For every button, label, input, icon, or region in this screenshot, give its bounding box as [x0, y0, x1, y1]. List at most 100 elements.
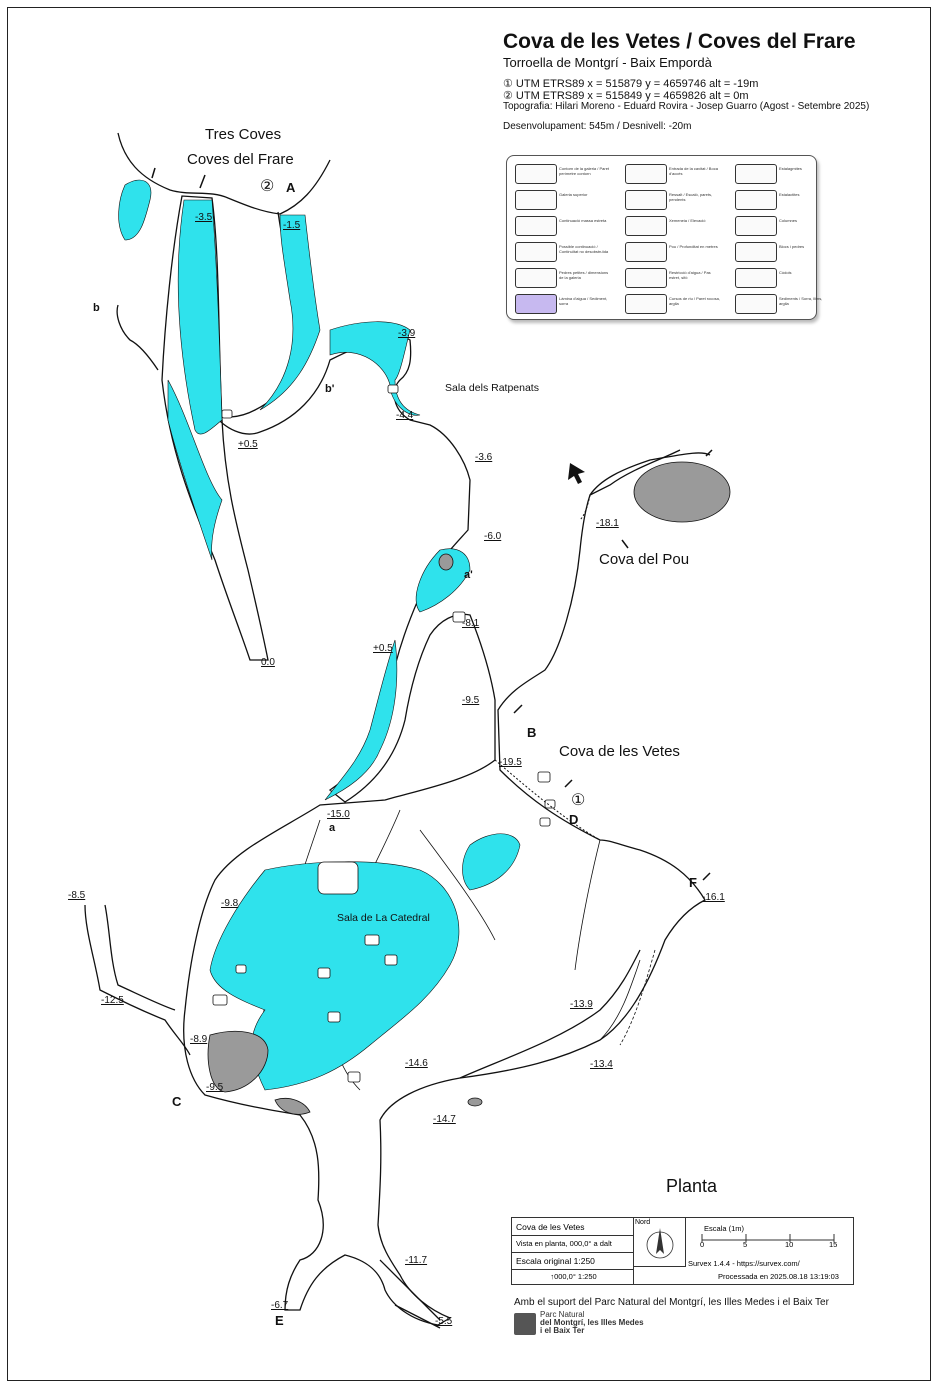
legend-item: Cursos de riu / Paret rocosa, argila	[621, 292, 721, 314]
legend-item: Còdols	[731, 266, 831, 288]
surface-outline	[117, 132, 331, 215]
depth-label: -8.1	[462, 618, 480, 629]
frare-right-gallery	[183, 211, 706, 1326]
label-cova-de-les-vetes: Cova de les Vetes	[559, 743, 680, 760]
label-sala-catedral: Sala de La Catedral	[337, 912, 430, 924]
depth-label: -13.4	[590, 1059, 613, 1070]
legend: Contorn de la galeria / Paret perímetre …	[506, 155, 822, 320]
software-credit: Survex 1.4.4 - https://survex.com/	[688, 1259, 800, 1268]
water-frare-left-lower	[167, 379, 223, 561]
label-cova-del-pou: Cova del Pou	[599, 551, 690, 568]
depth-label: -12.5	[101, 995, 124, 1006]
support-text: Amb el suport del Parc Natural del Montg…	[514, 1297, 829, 1308]
rock-catedral-west	[207, 1030, 269, 1093]
depth-label: -6.0	[484, 531, 502, 542]
park-line-3: i el Baix Ter	[540, 1326, 585, 1335]
legend-item: Estalagmites	[731, 162, 831, 184]
branch-b	[116, 304, 159, 371]
letter-A: A	[286, 180, 296, 195]
depth-label: -9.8	[221, 898, 239, 909]
water-frare-right	[259, 214, 321, 411]
depth-label: -4.4	[396, 410, 414, 421]
legend-item: Blocs i pedres	[731, 240, 831, 262]
scale-bar	[701, 1234, 835, 1242]
legend-item: Xemeneia / Elevació	[621, 214, 721, 236]
north-arrow-icon	[646, 1228, 674, 1259]
water-b-left	[118, 179, 152, 241]
park-line-2: del Montgrí, les Illes Medes	[540, 1318, 644, 1327]
letter-E: E	[275, 1313, 284, 1328]
water-pool-ne	[462, 833, 521, 891]
depth-label: -14.7	[433, 1114, 456, 1125]
depth-label: -6.7	[271, 1300, 289, 1311]
water-frare-left	[177, 199, 223, 435]
label-coves-del-frare: Coves del Frare	[187, 151, 294, 168]
depth-label: -19.5	[499, 757, 522, 768]
letter-F: F	[689, 875, 697, 890]
entrance-marker-1: ①	[571, 792, 586, 809]
topography-credits: Topografia: Hilari Moreno - Eduard Rovir…	[503, 101, 870, 112]
depth-label: -9.5	[206, 1082, 224, 1093]
depth-label: -14.6	[405, 1058, 428, 1069]
utm-line-2: ② UTM ETRS89 x = 515849 y = 4659826 alt …	[503, 90, 749, 102]
depth-label: -5.5	[435, 1316, 453, 1327]
pou-chamber	[589, 452, 711, 496]
info-column: Cova de les Vetes Vista en planta, 000,0…	[512, 1218, 634, 1284]
letter-a-prime: a'	[464, 569, 473, 581]
rock-small-south	[274, 1097, 311, 1115]
scale-tick: 5	[743, 1240, 748, 1249]
depth-label: -3.5	[195, 212, 213, 223]
legend-item: Contorn de la galeria / Paret perímetre …	[511, 162, 611, 184]
water-ratpenats	[329, 321, 421, 416]
rock-east	[467, 1097, 483, 1107]
info-cave-name: Cova de les Vetes	[516, 1222, 585, 1232]
entrance-marker-2: ②	[260, 178, 275, 195]
north-box: Nord	[633, 1218, 686, 1267]
depth-label: -8.5	[68, 890, 86, 901]
letter-b: b	[93, 302, 100, 314]
utm-line-1: ① UTM ETRS89 x = 515879 y = 4659746 alt …	[503, 78, 759, 90]
depth-label: -8.9	[190, 1034, 208, 1045]
north-label: Nord	[635, 1219, 651, 1226]
branch-west	[84, 904, 191, 1056]
park-logo-mark	[514, 1313, 536, 1335]
depth-label: -1.5	[283, 220, 301, 231]
letter-b-prime: b'	[325, 383, 335, 395]
scale-tick: 10	[785, 1240, 794, 1249]
scale-tick: 0	[700, 1240, 705, 1249]
map-title: Cova de les Vetes / Coves del Frare	[503, 30, 856, 53]
water-a-prime	[415, 548, 471, 613]
scale-label: Escala (1m)	[704, 1224, 745, 1233]
legend-item: Pou / Profunditat en metres	[621, 240, 721, 262]
depth-label: -16.1	[702, 892, 725, 903]
legend-item: Làmina d'aigua / Sediment, sorra	[511, 292, 611, 314]
depth-label: -13.9	[570, 999, 593, 1010]
legend-item: Possible continuació / Continuïtat no de…	[511, 240, 611, 262]
rock-a-prime	[438, 553, 454, 571]
legend-item: Sediments / Sorra, llims, argila	[731, 292, 831, 314]
letter-C: C	[172, 1094, 182, 1109]
processed-date: Processada en 2025.08.18 13:19:03	[718, 1272, 839, 1281]
legend-item: Ressalt / Escaló, parets, pendents	[621, 188, 721, 210]
legend-item: Pedres petites / dimensions de la galeri…	[511, 266, 611, 288]
survey-info-box: Cova de les Vetes Vista en planta, 000,0…	[511, 1217, 854, 1285]
legend-item: Entrada de la cavitat / Boca d'accés	[621, 162, 721, 184]
letter-B: B	[527, 725, 537, 740]
depth-label: +0.5	[238, 439, 258, 450]
info-scale: Escala original 1:250	[516, 1256, 595, 1266]
map-subtitle: Torroella de Montgrí - Baix Empordà	[503, 55, 712, 70]
legend-item: Galeria superior	[511, 188, 611, 210]
legend-item: Continuació massa estreta	[511, 214, 611, 236]
legend-item: Columnes	[731, 214, 831, 236]
legend-item: Restricció d'aigua / Pas estret, sifó	[621, 266, 721, 288]
depth-label: 0.0	[261, 657, 275, 668]
info-view: Vista en planta, 000,0° a dalt	[516, 1239, 612, 1248]
water-catedral	[209, 861, 460, 1091]
depth-label: -9.5	[462, 695, 480, 706]
view-label: Planta	[666, 1176, 718, 1196]
letter-a: a	[329, 822, 336, 834]
park-line-1: Parc Natural	[540, 1310, 585, 1319]
park-logo: Parc Natural del Montgrí, les Illes Mede…	[514, 1311, 714, 1337]
